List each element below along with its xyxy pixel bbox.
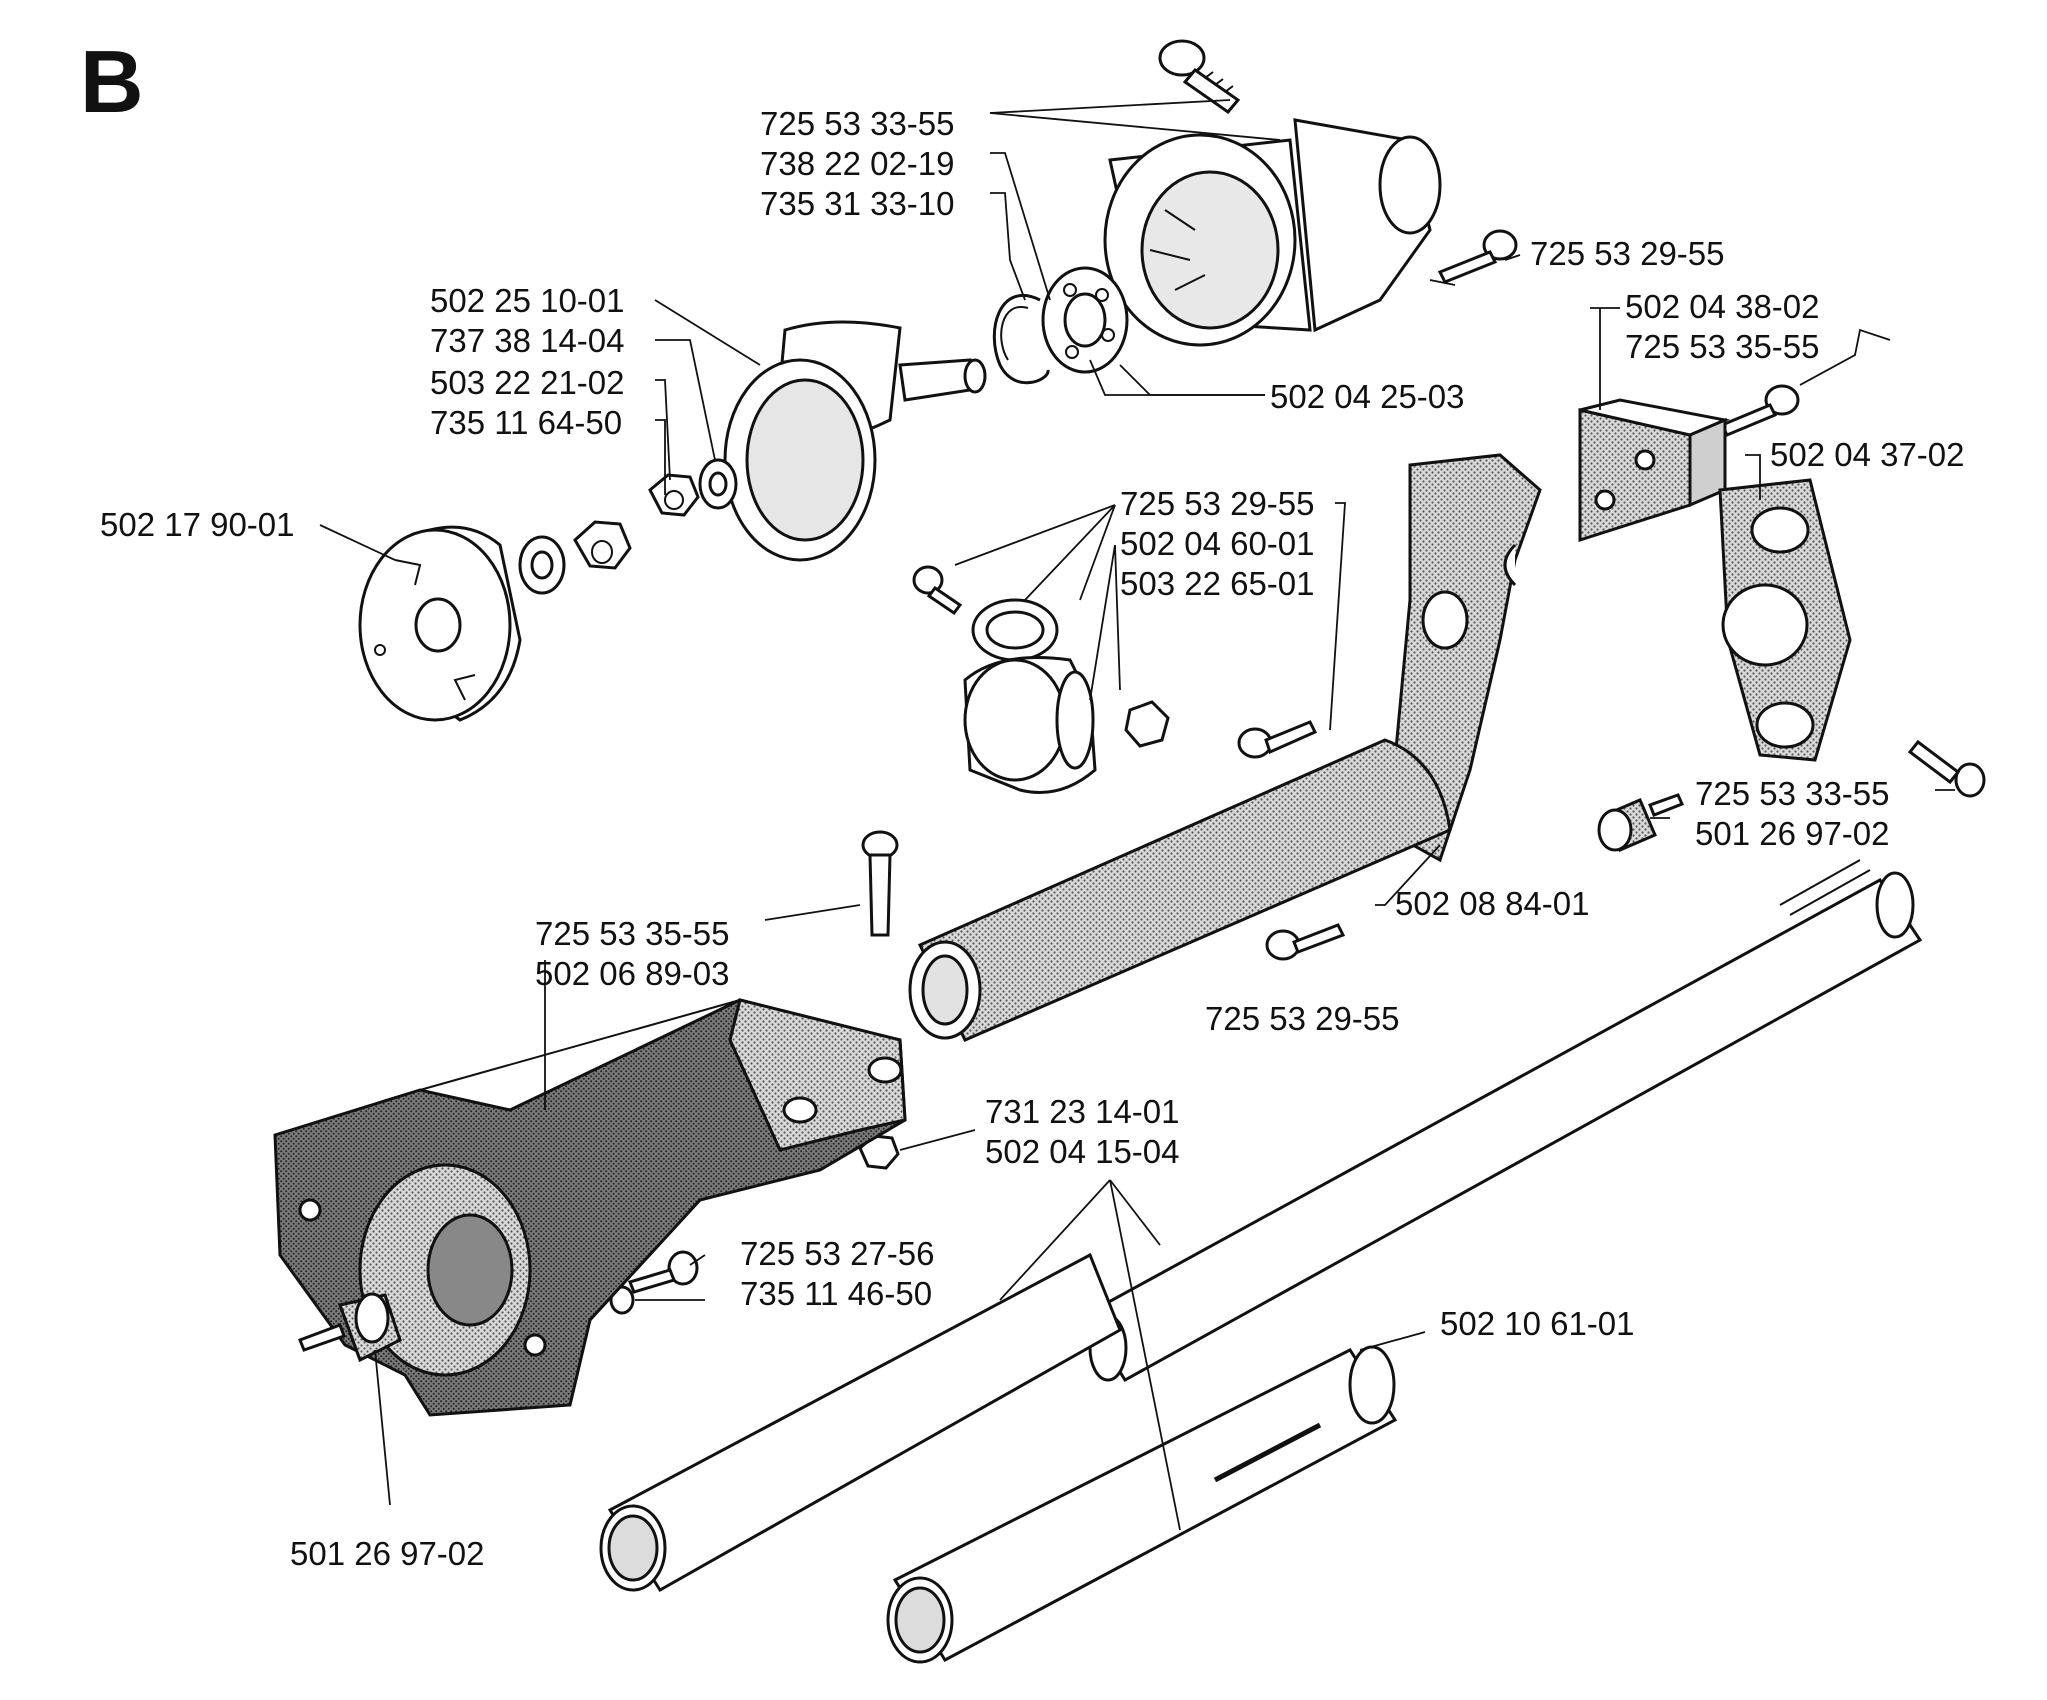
label-p26: 735 11 46-50 <box>740 1275 932 1312</box>
clutch-drum <box>723 320 987 562</box>
label-p14: 725 53 29-55 <box>1120 485 1315 522</box>
lower-tube <box>599 1252 1122 1593</box>
washer <box>518 535 566 595</box>
nut-square <box>1124 700 1170 748</box>
screw-vertical <box>861 830 899 937</box>
nut-small <box>648 473 700 517</box>
label-p3: 735 31 33-10 <box>760 185 955 222</box>
label-p10: 502 04 25-03 <box>1270 378 1465 415</box>
label-p13: 502 04 37-02 <box>1770 436 1965 473</box>
label-p5: 502 25 10-01 <box>430 282 625 319</box>
screw-r2 <box>1719 384 1800 437</box>
label-p16: 503 22 65-01 <box>1120 565 1315 602</box>
screw-r1 <box>1437 229 1518 284</box>
label-p19: 502 08 84-01 <box>1395 885 1590 922</box>
label-p4: 725 53 29-55 <box>1530 235 1725 272</box>
harness-clamp <box>963 598 1097 794</box>
connector-left <box>298 1292 402 1363</box>
label-p18: 501 26 97-02 <box>1695 815 1890 852</box>
handle <box>908 453 1542 1042</box>
label-p11: 502 04 38-02 <box>1625 288 1820 325</box>
screw-m2 <box>1237 720 1318 759</box>
label-p8: 735 11 64-50 <box>430 404 622 441</box>
clutch <box>358 525 522 722</box>
label-p24: 502 04 15-04 <box>985 1133 1180 1170</box>
screw-m3 <box>1265 923 1346 961</box>
label-p9: 502 17 90-01 <box>100 506 295 543</box>
label-p20: 725 53 35-55 <box>535 915 730 952</box>
inner-tube <box>886 1345 1398 1664</box>
washer-small <box>698 458 738 510</box>
label-p27: 502 10 61-01 <box>1440 1305 1635 1342</box>
leader-lines <box>319 99 1955 1531</box>
circlip <box>992 293 1050 385</box>
bearing <box>1041 266 1129 374</box>
section-letter: B <box>80 32 144 131</box>
connector-right <box>1597 793 1685 852</box>
label-p28: 501 26 97-02 <box>290 1535 485 1572</box>
main-tube <box>1082 859 1923 1383</box>
label-p1: 725 53 33-55 <box>760 105 955 142</box>
label-p2: 738 22 02-19 <box>760 145 955 182</box>
screw-lower <box>627 1250 699 1294</box>
label-p15: 502 04 60-01 <box>1120 525 1315 562</box>
engine-mount-housing <box>273 998 907 1417</box>
screw-r3 <box>1907 739 1986 798</box>
top-screw <box>1158 39 1241 115</box>
label-p21: 502 06 89-03 <box>535 955 730 992</box>
label-p17: 725 53 33-55 <box>1695 775 1890 812</box>
screw-m1 <box>912 565 963 616</box>
label-p22: 725 53 29-55 <box>1205 1000 1400 1037</box>
label-p23: 731 23 14-01 <box>985 1093 1180 1130</box>
gear-housing <box>1103 118 1442 347</box>
label-p12: 725 53 35-55 <box>1625 328 1820 365</box>
handle-block-upper <box>1578 398 1731 543</box>
label-p25: 725 53 27-56 <box>740 1235 935 1272</box>
label-p7: 503 22 21-02 <box>430 364 625 401</box>
nut <box>573 520 632 570</box>
label-p6: 737 38 14-04 <box>430 322 625 359</box>
handle-block-lower <box>1718 478 1852 762</box>
